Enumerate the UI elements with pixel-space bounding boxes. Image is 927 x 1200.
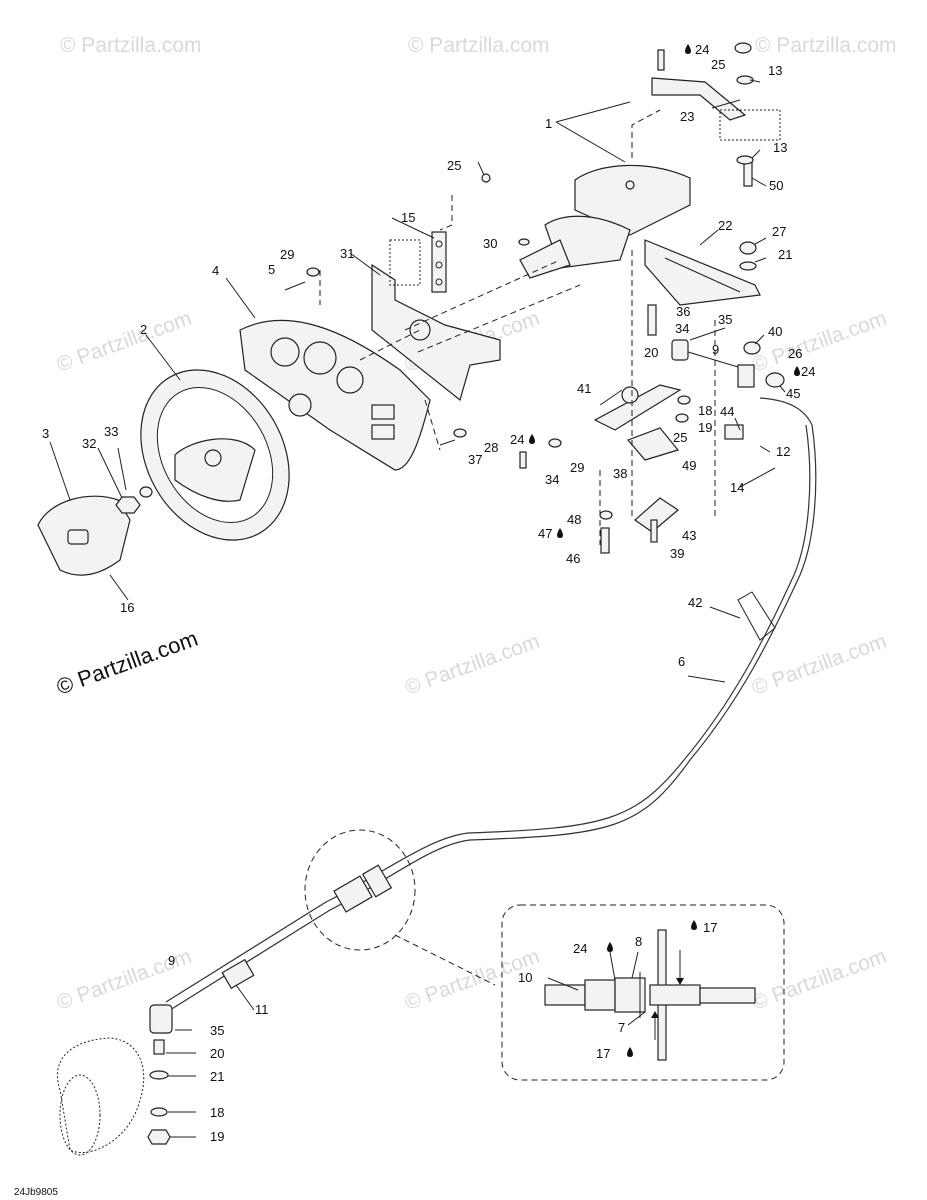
callout-19-upper: 19 xyxy=(698,420,712,435)
callout-14: 14 xyxy=(730,480,744,495)
callout-45: 45 xyxy=(786,386,800,401)
callout-42: 42 xyxy=(688,595,702,610)
callout-32: 32 xyxy=(82,436,96,451)
callout-24-top: 24 xyxy=(695,42,709,57)
callout-9-upper: 9 xyxy=(712,342,719,357)
callout-50: 50 xyxy=(769,178,783,193)
watermark: © Partzilla.com xyxy=(402,630,543,700)
lubricant-callout-24-detail: 24 xyxy=(573,941,613,956)
watermark: © Partzilla.com xyxy=(749,630,890,700)
callout-23: 23 xyxy=(680,109,694,124)
callout-labels: 1 2 3 4 5 6 7 8 9 9 10 11 12 13 13 14 15… xyxy=(14,42,815,1198)
callout-19-lower: 19 xyxy=(210,1129,224,1144)
callout-35-lower: 35 xyxy=(210,1023,224,1038)
callout-12: 12 xyxy=(776,444,790,459)
callout-7: 7 xyxy=(618,1020,625,1035)
callout-29-upper: 29 xyxy=(280,247,294,262)
callout-16: 16 xyxy=(120,600,134,615)
callout-38: 38 xyxy=(613,466,627,481)
callout-49: 49 xyxy=(682,458,696,473)
callout-17-upper: 17 xyxy=(703,920,717,935)
callout-4: 4 xyxy=(212,263,219,278)
watermark: © Partzilla.com xyxy=(408,34,550,57)
parts-drawing xyxy=(37,42,817,1156)
callout-24-left: 24 xyxy=(510,432,524,447)
lubricant-callout-17-lower xyxy=(627,1047,633,1057)
drop-icon xyxy=(529,434,535,444)
watermark: © Partzilla.com xyxy=(749,307,890,377)
callout-34-upper: 34 xyxy=(675,321,689,336)
diagram-code: 24Jb9805 xyxy=(14,1187,58,1198)
callout-24-mid: 24 xyxy=(801,364,815,379)
callout-41: 41 xyxy=(577,381,591,396)
watermark: © Partzilla.com xyxy=(749,945,890,1015)
callout-27: 27 xyxy=(772,224,786,239)
drop-icon xyxy=(607,942,613,952)
drop-icon xyxy=(685,44,691,54)
callout-35-upper: 35 xyxy=(718,312,732,327)
lubricant-callout-24-top: 24 xyxy=(685,42,709,57)
callout-34-lower: 34 xyxy=(545,472,559,487)
callout-10: 10 xyxy=(518,970,532,985)
drop-icon xyxy=(557,528,563,538)
callout-37: 37 xyxy=(468,452,482,467)
callout-25-top: 25 xyxy=(711,57,725,72)
callout-31: 31 xyxy=(340,246,354,261)
callout-17-lower: 17 xyxy=(596,1046,610,1061)
callout-33: 33 xyxy=(104,424,118,439)
callout-2: 2 xyxy=(140,322,147,337)
callout-5: 5 xyxy=(268,262,275,277)
callout-18-upper: 18 xyxy=(698,403,712,418)
callout-43: 43 xyxy=(682,528,696,543)
callout-24-detail: 24 xyxy=(573,941,587,956)
watermark: © Partzilla.com xyxy=(54,307,195,377)
callout-28: 28 xyxy=(484,440,498,455)
lubricant-callout-24-left: 24 xyxy=(510,432,535,447)
callout-39: 39 xyxy=(670,546,684,561)
watermark: © Partzilla.com xyxy=(755,34,897,57)
callout-20-upper: 20 xyxy=(644,345,658,360)
lubricant-callout-17-upper xyxy=(691,920,697,930)
callout-1: 1 xyxy=(545,116,552,131)
callout-44: 44 xyxy=(720,404,734,419)
callout-40: 40 xyxy=(768,324,782,339)
callout-29-lower: 29 xyxy=(570,460,584,475)
drop-icon xyxy=(794,366,800,376)
callout-21-upper: 21 xyxy=(778,247,792,262)
callout-11: 11 xyxy=(255,1002,269,1017)
callout-6: 6 xyxy=(678,654,685,669)
callout-8: 8 xyxy=(635,934,642,949)
callout-15: 15 xyxy=(401,210,415,225)
callout-20-lower: 20 xyxy=(210,1046,224,1061)
callout-22: 22 xyxy=(718,218,732,233)
lubricant-callout-24-mid: 24 xyxy=(794,364,815,379)
watermark: © Partzilla.com xyxy=(60,34,202,57)
callout-13-lower: 13 xyxy=(773,140,787,155)
callout-9-lower: 9 xyxy=(168,953,175,968)
drop-icon xyxy=(627,1047,633,1057)
callout-18-lower: 18 xyxy=(210,1105,224,1120)
callout-13-upper: 13 xyxy=(768,63,782,78)
callout-48: 48 xyxy=(567,512,581,527)
lubricant-callout-47: 47 xyxy=(538,526,563,541)
callout-25-mid: 25 xyxy=(447,158,461,173)
drop-icon xyxy=(691,920,697,930)
callout-25-lower: 25 xyxy=(673,430,687,445)
callout-47: 47 xyxy=(538,526,552,541)
callout-36: 36 xyxy=(676,304,690,319)
callout-26: 26 xyxy=(788,346,802,361)
callout-21-lower: 21 xyxy=(210,1069,224,1084)
partzilla-logo-text: © Partzilla.com xyxy=(53,626,201,700)
callout-3: 3 xyxy=(42,426,49,441)
callout-30: 30 xyxy=(483,236,497,251)
callout-46: 46 xyxy=(566,551,580,566)
